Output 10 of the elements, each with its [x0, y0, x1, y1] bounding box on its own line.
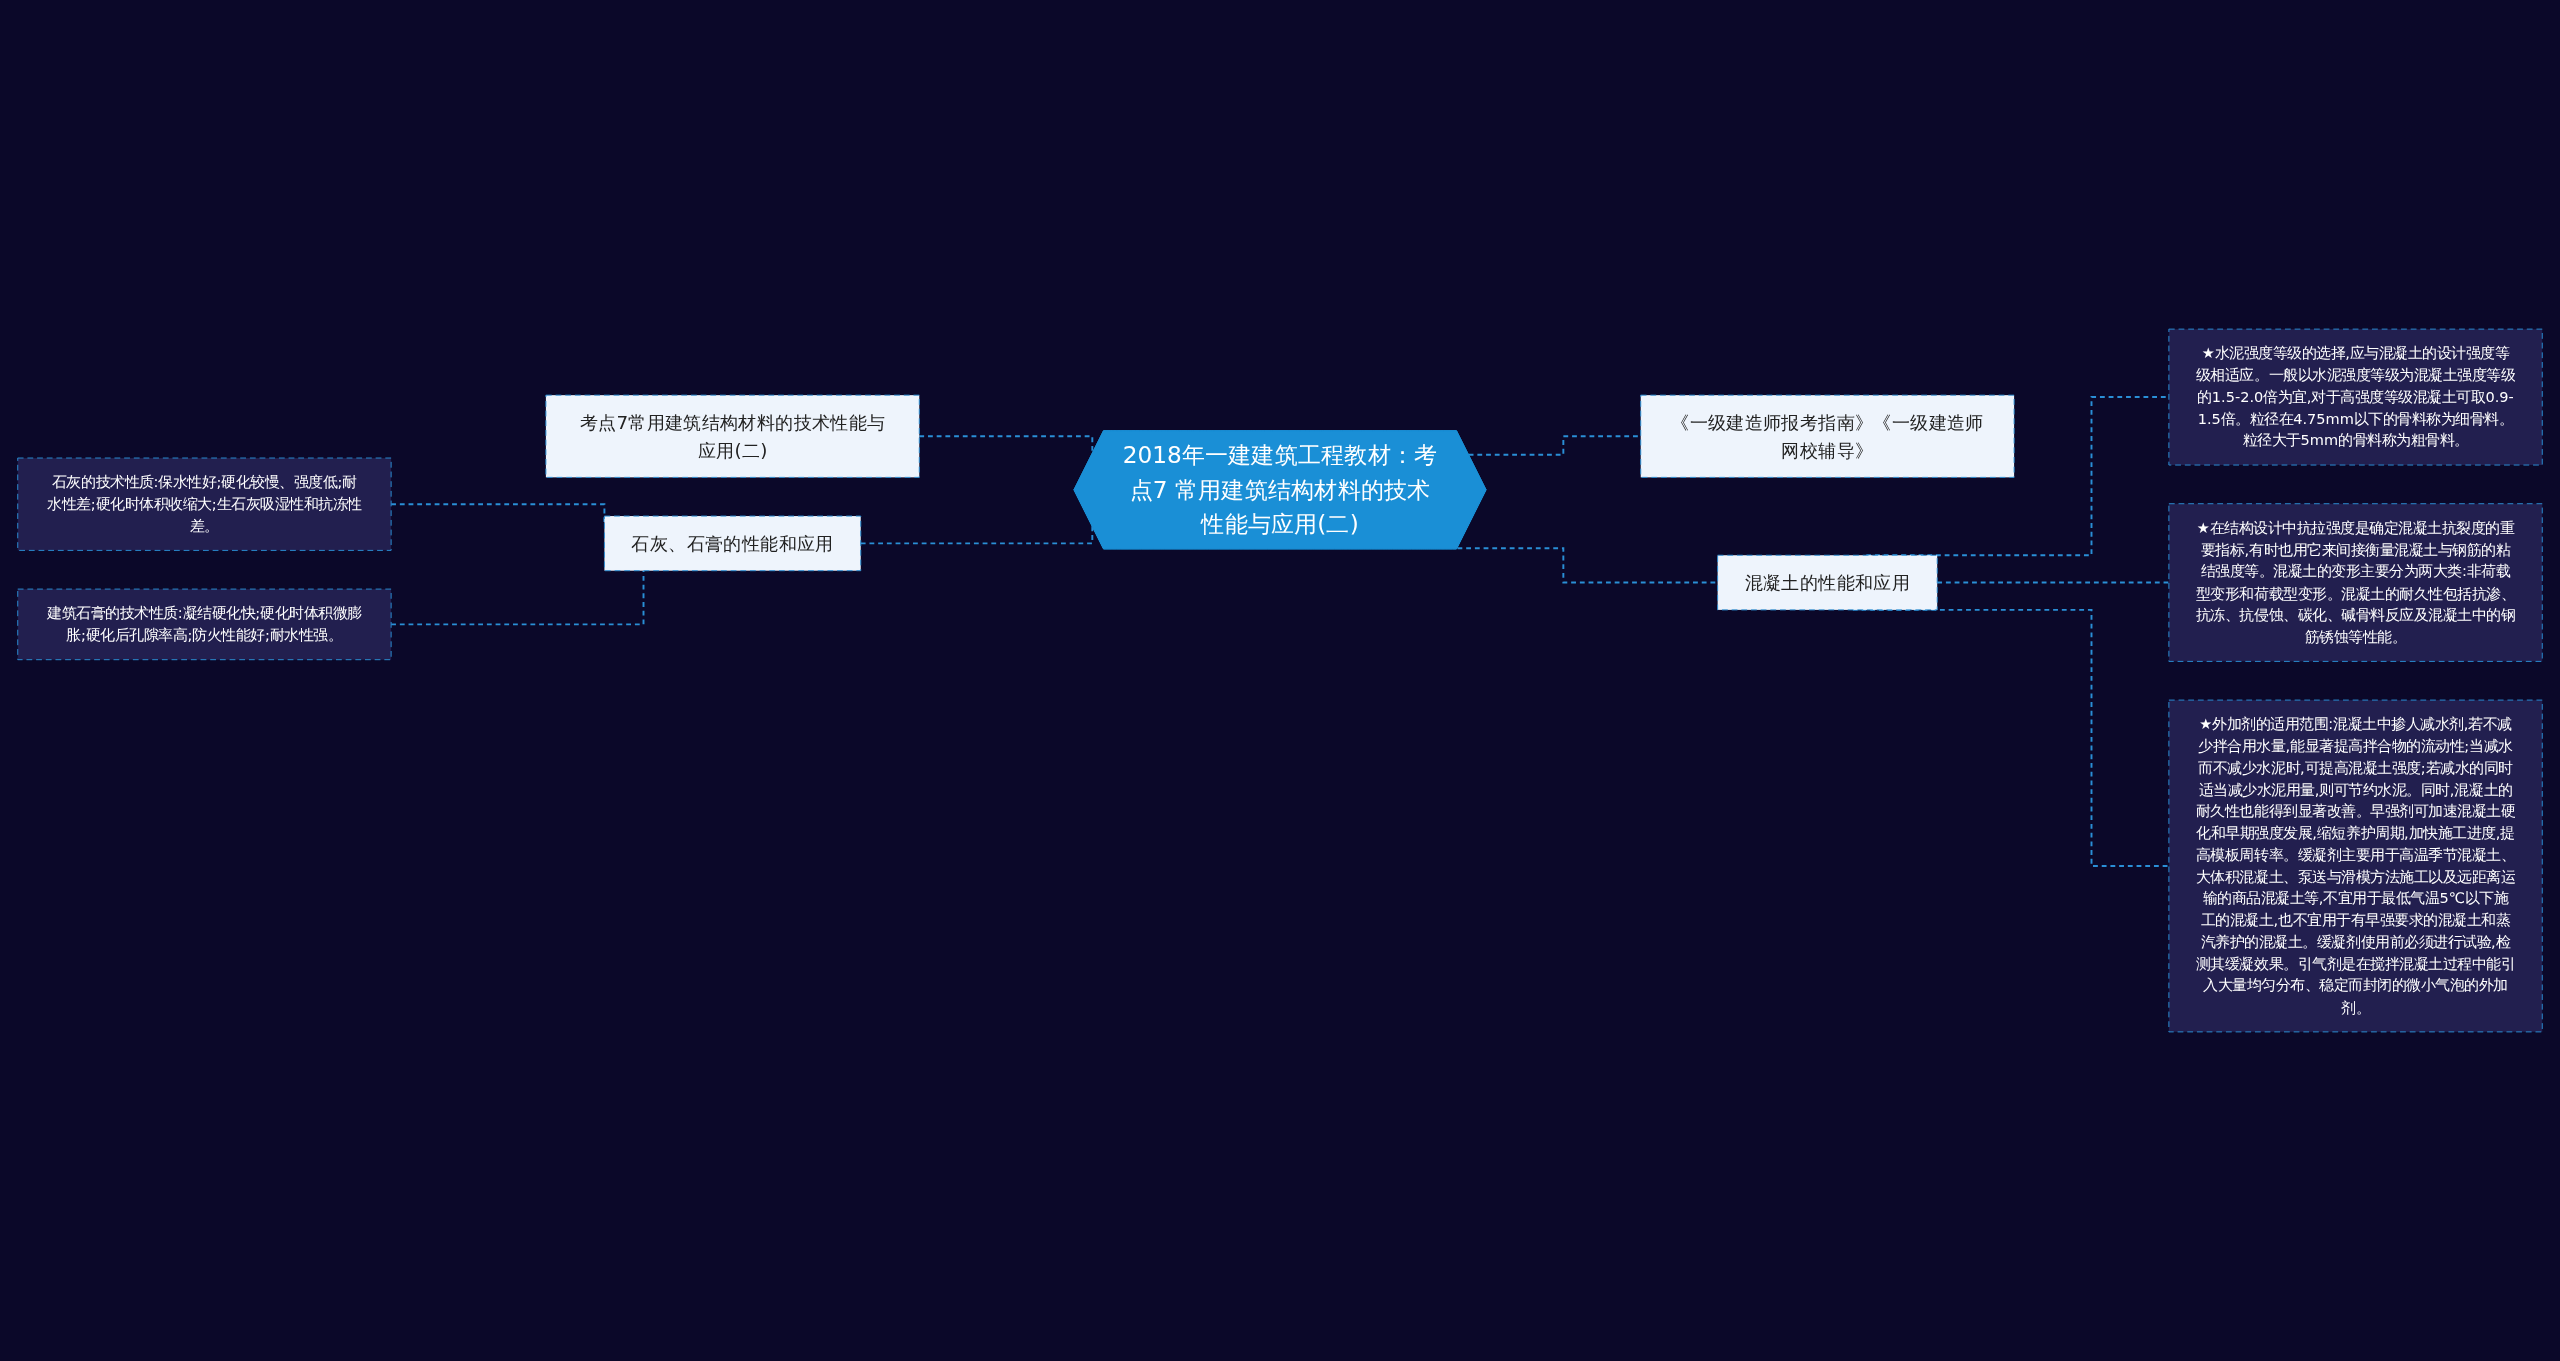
node-box: 石灰的技术性质:保水性好;硬化较慢、强度低;耐水性差;硬化时体积收缩大;生石灰吸湿性和抗冻性差。 [17, 457, 392, 551]
node-box: 考点7常用建筑结构材料的技术性能与应用(二) [545, 394, 920, 478]
node-box: ★外加剂的适用范围:混凝土中掺人减水剂,若不减少拌合用水量,能显著提高拌合物的流动性;当减水而不减少水泥时,可提高混凝土强度;若减水的同时适当减少水泥用量,则可节约水泥。同时,混凝土的耐久性也能得到显著改善。早强剂可加速混凝土硬化和早期强度发展,缩短养护周期,加快施工进度,提高模板周转率。缓凝剂主要用于高温季节混凝土、大体积混凝土、泵送与滑模方法施工以及远距离运输的商品混凝土等,不宜用于最低气温5℃以下施工的混凝土,也不宜用于有早强要求的混凝土和蒸汽养护的混凝土。缓凝剂使用前必须进行试验,检测其缓凝效果。引气剂是在搅拌混凝土过程中能引入大量均匀分布、稳定而封闭的微小气泡的外加剂。 [2168, 699, 2543, 1033]
node-box: 《一级建造师报考指南》《一级建造师网校辅导》 [1640, 394, 2015, 478]
node-box: ★在结构设计中抗拉强度是确定混凝土抗裂度的重要指标,有时也用它来间接衡量混凝土与钢筋的粘结强度等。混凝土的变形主要分为两大类:非荷载型变形和荷载型变形。混凝土的耐久性包括抗渗、抗冻、抗侵蚀、碳化、碱骨料反应及混凝土中的钢筋锈蚀等性能。 [2168, 503, 2543, 662]
node-box: 建筑石膏的技术性质:凝结硬化快;硬化时体积微膨胀;硬化后孔隙率高;防火性能好;耐水性强。 [17, 588, 392, 661]
node-box: ★水泥强度等级的选择,应与混凝土的设计强度等级相适应。一般以水泥强度等级为混凝土强度等级的1.5-2.0倍为宜,对于高强度等级混凝土可取0.9-1.5倍。粒径在4.75mm以下的骨料称为细骨料。粒径大于5mm的骨料称为粗骨料。 [2168, 328, 2543, 466]
node-box: 石灰、石膏的性能和应用 [603, 515, 862, 572]
connector [1936, 581, 2170, 584]
node-box: 混凝土的性能和应用 [1717, 554, 1938, 611]
